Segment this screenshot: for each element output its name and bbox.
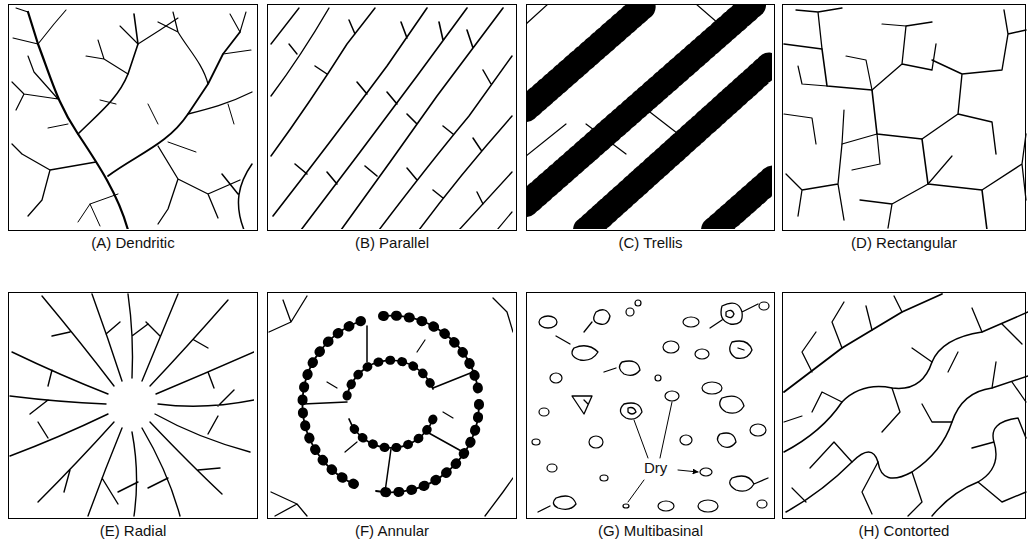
panel-caption: (C) Trellis <box>507 234 794 251</box>
dendritic-pattern <box>12 8 252 229</box>
drainage-panel: (B) Parallel <box>267 4 517 231</box>
drainage-panel: (C) Trellis <box>526 4 775 231</box>
drainage-panel: (E) Radial <box>8 292 258 519</box>
contorted-pattern <box>784 294 1028 516</box>
radial-pattern <box>10 294 254 516</box>
multibasinal-pattern <box>532 300 769 512</box>
drainage-panel: (F) Annular <box>267 292 517 519</box>
panel-caption: (E) Radial <box>0 522 277 539</box>
annular-pattern <box>269 296 513 516</box>
trellis-pattern <box>527 5 772 229</box>
drainage-panel: (D) Rectangular <box>782 4 1026 231</box>
rectangular-pattern <box>784 8 1026 229</box>
drainage-panel: (G) Multibasinal <box>526 292 775 519</box>
panel-caption: (G) Multibasinal <box>507 522 794 539</box>
drainage-panel: (H) Contorted <box>782 292 1026 519</box>
drainage-panel: (A) Dendritic <box>8 4 258 231</box>
panel-caption: (D) Rectangular <box>763 234 1030 251</box>
panel-caption: (H) Contorted <box>763 522 1030 539</box>
panel-caption: (A) Dendritic <box>0 234 277 251</box>
dry-basin-label: Dry <box>643 459 668 476</box>
panel-caption: (B) Parallel <box>248 234 536 251</box>
panel-caption: (F) Annular <box>248 522 536 539</box>
parallel-pattern <box>271 8 512 229</box>
